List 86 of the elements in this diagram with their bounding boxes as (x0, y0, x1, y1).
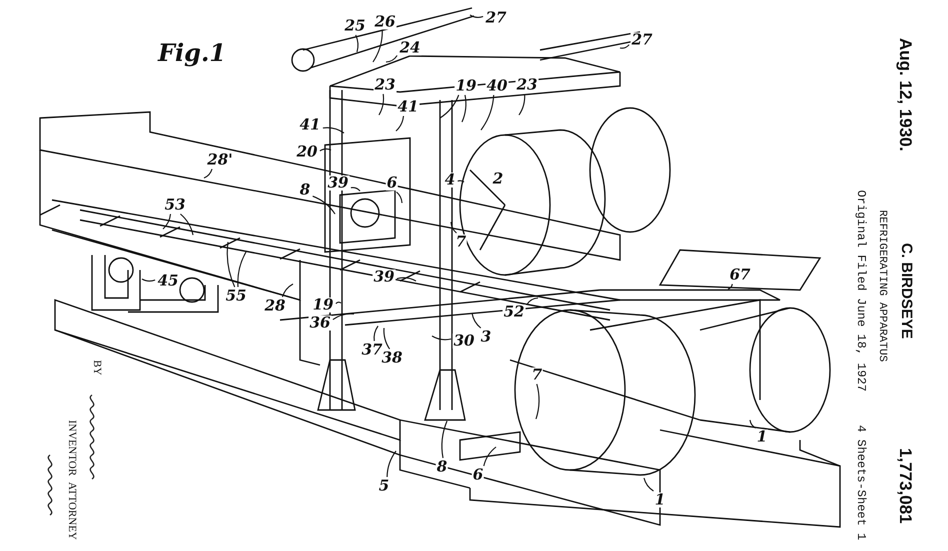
patent-number: 1,773,081 (895, 448, 915, 524)
attorney-prefix: BY (91, 360, 103, 376)
callout-number: 67 (728, 268, 752, 282)
leader-line (620, 44, 630, 49)
callout-number: 38 (380, 350, 404, 366)
leader-line (471, 312, 482, 328)
leader-line (320, 148, 332, 152)
callout-number: 30 (452, 334, 476, 348)
callout-number: 36 (308, 316, 332, 330)
callout-number: 6 (386, 176, 398, 190)
leader-line (458, 180, 464, 182)
callout-number: 37 (360, 342, 384, 358)
callout-number: 5 (378, 478, 390, 494)
callout-number: 39 (372, 270, 396, 284)
patent-title: REFRIGERATING APPARATUS (876, 210, 888, 362)
leader-line (432, 336, 452, 340)
callout-number: 7 (454, 234, 468, 250)
leader-line (386, 450, 396, 478)
leader-line (450, 222, 457, 234)
inventor-caption: INVENTOR (66, 420, 78, 476)
leader-line (226, 242, 236, 288)
callout-number: 3 (480, 330, 492, 344)
callout-number: 24 (398, 40, 422, 56)
leader-line (282, 284, 294, 298)
callout-number: 23 (374, 78, 396, 92)
leader-line (162, 214, 172, 230)
callout-number: 1 (756, 430, 768, 444)
leader-line (643, 478, 654, 492)
callout-number: 4 (444, 172, 456, 188)
sheet-number: 4 Sheets-Sheet 1 (854, 425, 868, 540)
leader-line (350, 186, 360, 192)
callout-number: 20 (296, 144, 318, 160)
patent-date: Aug. 12, 1930. (895, 38, 915, 152)
callout-number: 40 (486, 78, 508, 94)
leader-line (441, 420, 448, 458)
callout-number: 41 (396, 100, 420, 114)
callout-number: 6 (472, 468, 484, 482)
leader-line (336, 302, 342, 304)
callout-number: 39 (326, 176, 350, 190)
leader-line (518, 94, 526, 116)
leader-line (462, 94, 466, 122)
leader-line (749, 420, 756, 428)
callout-number: 27 (630, 32, 654, 48)
leader-line (204, 168, 213, 178)
figure-title: Fig.1 (158, 38, 226, 67)
leader-line (470, 14, 484, 18)
leader-line (355, 34, 359, 52)
callout-number: 7 (530, 368, 544, 382)
leader-line (526, 297, 538, 305)
callout-number: 28' (206, 152, 234, 168)
leader-line (372, 31, 383, 62)
leader-line (396, 277, 416, 282)
leader-line (142, 278, 156, 282)
leader-line (386, 55, 398, 63)
leader-line (535, 384, 540, 420)
leader-line (440, 94, 460, 118)
callout-number: 2 (492, 172, 504, 186)
leader-line (396, 192, 403, 204)
callout-number: 8 (436, 460, 448, 474)
leader-line (378, 94, 384, 116)
leader-line (383, 328, 390, 350)
callout-number: 19 (454, 78, 478, 94)
leader-line (180, 214, 194, 236)
callout-number: 28 (264, 298, 286, 314)
callout-number: 25 (344, 18, 366, 34)
callout-number: 55 (224, 288, 248, 304)
callout-number: 27 (484, 10, 508, 26)
leader-line (322, 127, 344, 134)
callout-number: 19 (312, 298, 334, 312)
filing-date: Original Filed June 18, 1927 (854, 190, 868, 392)
leader-line (728, 284, 733, 290)
leader-line (483, 446, 496, 466)
attorney-caption: ATTORNEY (66, 482, 78, 540)
leader-line (332, 313, 354, 320)
leader-line (374, 326, 378, 342)
leader-line (312, 196, 336, 214)
leader-line (237, 252, 246, 288)
callout-number: 53 (164, 198, 186, 212)
inventor-name: C. BIRDSEYE (898, 243, 915, 339)
callout-number: 8 (298, 182, 312, 198)
callout-number: 26 (374, 14, 396, 30)
callout-number: 52 (502, 304, 526, 320)
leader-line (396, 116, 404, 132)
callout-number: 45 (156, 274, 180, 288)
leader-line (480, 94, 494, 130)
callout-number: 23 (516, 78, 538, 92)
